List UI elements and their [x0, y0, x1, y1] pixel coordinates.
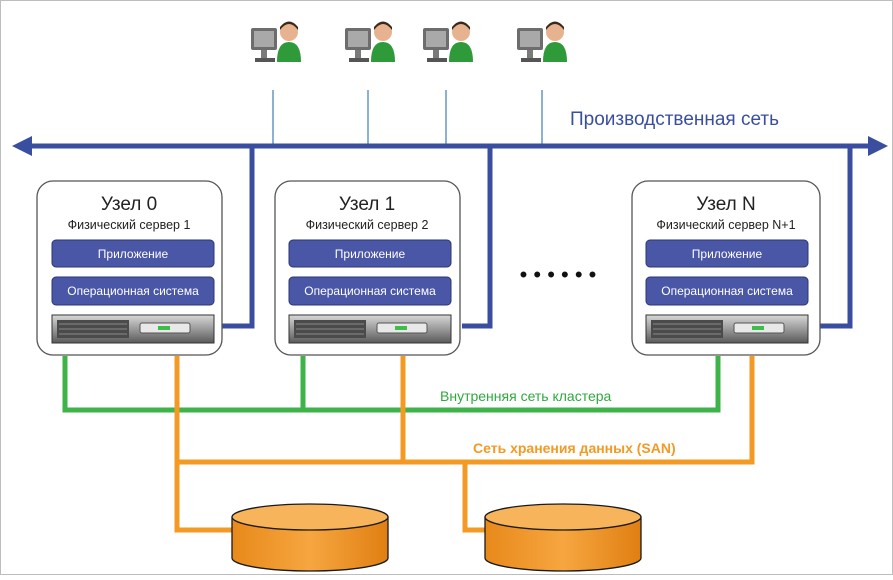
app-layer-label: Приложение [335, 247, 406, 261]
storage-disk-icon [231, 503, 389, 572]
server-chassis-icon [288, 314, 452, 344]
os-layer-label: Операционная система [661, 284, 793, 298]
node-subtitle: Физический сервер N+1 [656, 218, 795, 232]
node-title: Узел 0 [101, 194, 157, 215]
user-workstation-icon [423, 21, 473, 62]
server-chassis-icon [51, 314, 215, 344]
cluster-network-label: Внутренняя сеть кластера [440, 388, 612, 404]
user-workstation-icon [517, 21, 567, 62]
node-card: Узел N Физический сервер N+1 Приложение … [631, 180, 821, 356]
user-drop-lines [272, 90, 543, 144]
node-title: Узел N [696, 194, 756, 215]
server-chassis-icon [645, 314, 809, 344]
more-nodes-ellipsis: • • • • • • [520, 262, 597, 287]
user-workstation-icon [251, 21, 301, 62]
production-network-label: Производственная сеть [570, 109, 779, 130]
san-network [174, 356, 755, 533]
user-workstation-icon [345, 21, 395, 62]
os-layer-label: Операционная система [67, 284, 199, 298]
node-subtitle: Физический сервер 2 [306, 218, 429, 232]
app-layer-label: Приложение [692, 247, 763, 261]
node-card: Узел 0 Физический сервер 1 Приложение Оп… [36, 180, 223, 356]
storage-disk-icon [484, 503, 642, 572]
app-layer-label: Приложение [98, 247, 169, 261]
production-network [12, 136, 888, 329]
node-title: Узел 1 [339, 194, 395, 215]
node-card: Узел 1 Физический сервер 2 Приложение Оп… [274, 180, 461, 356]
os-layer-label: Операционная система [304, 284, 436, 298]
node-subtitle: Физический сервер 1 [68, 218, 191, 232]
cluster-network [62, 356, 721, 413]
san-network-label: Сеть хранения данных (SAN) [473, 440, 676, 456]
